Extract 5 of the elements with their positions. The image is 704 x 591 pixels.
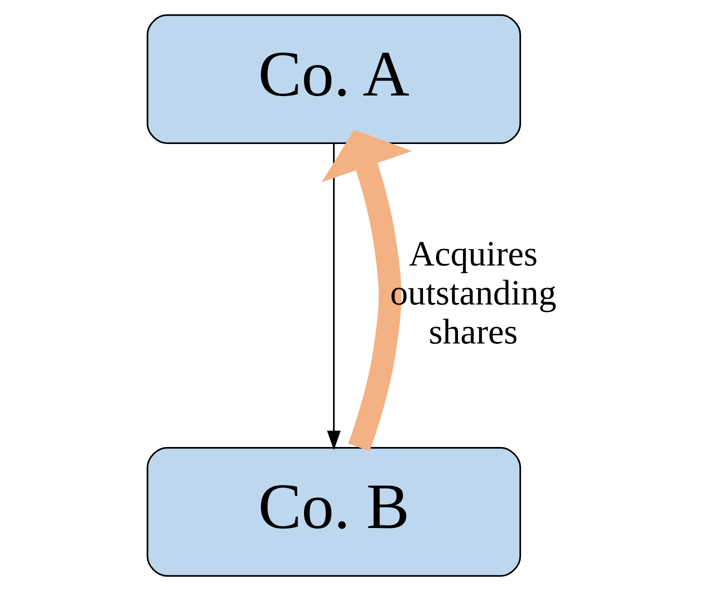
node-box: Co. A [146,14,521,144]
edge-label: Acquires outstanding shares [390,234,556,352]
arrow [326,143,340,450]
node-box: Co. B [146,447,521,577]
arrow [321,130,412,452]
